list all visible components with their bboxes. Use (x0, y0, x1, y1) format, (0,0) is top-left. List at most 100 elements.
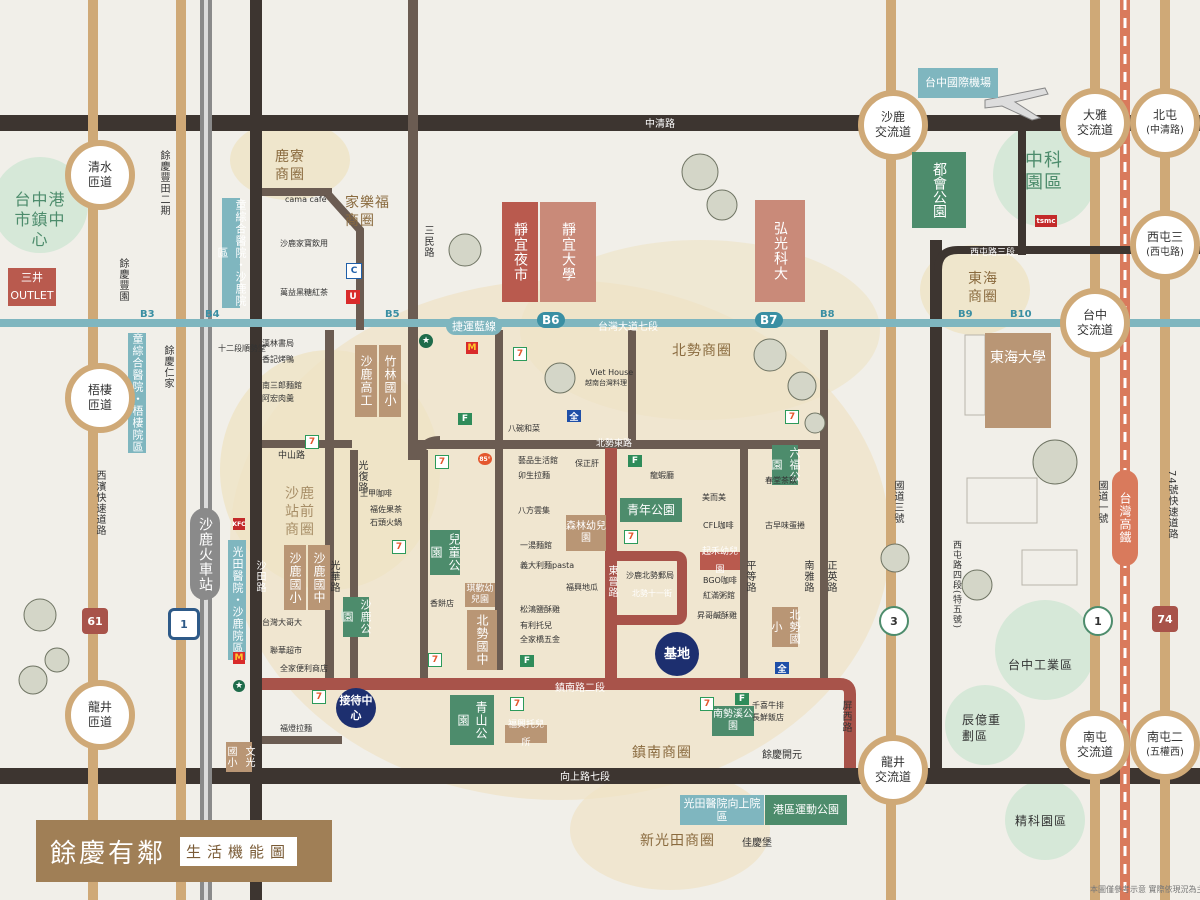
interchange-label: 南屯 交流道 (1076, 730, 1113, 759)
poi-dantan: 古早味蛋捲 (765, 521, 805, 530)
poi-lianhua: 聯華超市 (270, 646, 302, 655)
poi-twm: 台灣大哥大 (262, 618, 302, 627)
shield-74: 74 (1152, 606, 1178, 632)
xinguangtian-shopping: 新光田商圈 (640, 833, 715, 849)
interchange-taichung: 台中 交流道 (1060, 288, 1130, 358)
jiaqingbao: 佳慶堡 (742, 838, 772, 849)
starbucks-icon: ★ (419, 334, 433, 348)
interchange-nantun: 南屯 交流道 (1060, 710, 1130, 780)
poi-pasta: 義大利麵pasta (520, 561, 575, 570)
chenyi-redevelopment: 辰億重劃區 (962, 713, 1002, 743)
interchange-daya: 大雅 交流道 (1060, 88, 1130, 158)
jingke-park: 精科園區 (1015, 814, 1068, 828)
shalu-vocational-hs: 沙鹿高工 (355, 345, 377, 417)
carrefour-shopping: 家樂福商圈 (345, 195, 390, 229)
interchange-sub: (五權西) (1146, 747, 1184, 758)
poi-songhong: 松鴻鹽酥雞 (520, 605, 560, 614)
interchange-label: 西屯三 (1146, 230, 1183, 244)
liufu-park: 六福公園 (770, 445, 801, 485)
wenguang-elementary: 文光國小 (225, 742, 254, 772)
interchange-label: 北屯 (1152, 108, 1177, 122)
interchange-label: 台中 交流道 (1076, 308, 1113, 337)
shield-national1-west: 1 (168, 608, 200, 640)
road-zhengying: 正英路 (825, 560, 836, 593)
shalu-junior-high: 沙鹿國中 (308, 545, 330, 610)
interchange-label: 沙鹿 交流道 (874, 110, 911, 139)
interchange-sub: (西屯路) (1146, 247, 1184, 258)
site-base-marker[interactable]: 基地 (655, 632, 699, 676)
poi-lobster: 龍蝦廳 (650, 471, 674, 480)
interchange-longjing: 龍井 匝道 (65, 680, 135, 750)
yuqing-renjia: 餘慶仁家 (162, 345, 173, 389)
taichung-industrial-zone: 台中工業區 (1008, 658, 1074, 672)
poi-changxian: 長鮮飯店 (752, 713, 784, 722)
poi-xiangji: 香記烤鴨 (262, 355, 294, 364)
seven-eleven-icon-8: 7 (785, 410, 799, 424)
familymart-icon: F (458, 413, 472, 425)
road-national1: 國道一號 (1096, 480, 1107, 524)
jingyi-night-market: 靜宜夜市 (502, 202, 538, 302)
mrt-station-b3: B3 (140, 309, 155, 320)
pxmart-icon: 全 (567, 410, 581, 423)
uniqlo-icon: U (346, 290, 360, 304)
road-sanmin: 三民路 (422, 225, 433, 258)
interchange-label: 龍井 交流道 (874, 755, 911, 784)
map-title-box: 餘慶有鄰 生活機能圖 (36, 820, 332, 882)
poi-bawan: 八碗和菜 (508, 424, 540, 433)
poi-cama: cama café (285, 195, 327, 204)
familymart-icon-2: F (520, 655, 534, 667)
mitsui-outlet: 三井OUTLET (8, 268, 56, 306)
tunghai-university: 東海大學 (985, 333, 1051, 428)
road-guanghua: 光華路 (328, 560, 339, 593)
zhennan-shopping: 鎮南商圈 (632, 745, 692, 761)
poi-yipin: 藝品生活館 (518, 456, 558, 465)
mcdonalds-icon: M (466, 342, 478, 354)
road-national3: 國道三號 (892, 480, 903, 524)
seven-eleven-icon-4: 7 (428, 653, 442, 667)
road-beishi-east: 北勢東路 (596, 439, 633, 449)
poi-qianxi: 千喜牛排 (752, 701, 784, 710)
road-shalu: 沙田路 (254, 560, 265, 593)
poi-bgo: BGO咖啡 (703, 576, 737, 585)
kfc-icon: KFC (232, 518, 246, 530)
road-xitun4: 西屯路四段(特五號) (951, 540, 961, 630)
road-dongjing: 東晉路 (606, 565, 617, 598)
mrt-station-b6: B6 (537, 312, 565, 328)
reception-center-marker[interactable]: 接待中心 (336, 688, 376, 728)
children-park: 兒童公園 (429, 530, 461, 575)
interchange-beitun: 北屯(中清路) (1130, 88, 1200, 158)
road-xiangshang: 向上路七段 (560, 772, 610, 783)
hsr-label: 台灣高鐵 (1112, 470, 1138, 566)
seven-eleven-icon-7: 7 (700, 697, 714, 711)
mrt-station-b10: B10 (1010, 309, 1032, 320)
interchange-shalu: 沙鹿 交流道 (858, 90, 928, 160)
interchange-label: 梧棲 匝道 (87, 383, 112, 412)
seven-eleven-icon-6: 7 (510, 697, 524, 711)
poi-twelve: 十二段順勢堂 (218, 344, 266, 353)
shield-national3: 3 (879, 606, 909, 636)
shalu-station-shopping: 沙鹿站前商圈 (285, 486, 315, 538)
interchange-label: 南屯二 (1146, 730, 1183, 744)
shalu-elementary: 沙鹿國小 (284, 545, 306, 610)
zhongke-park: 中科園區 (1025, 150, 1063, 193)
map-subtitle: 生活機能圖 (180, 836, 298, 866)
jingyi-university: 靜宜大學 (540, 202, 596, 302)
poi-baozheng: 保正肝 (575, 459, 599, 468)
shalu-park: 沙鹿公園 (341, 597, 372, 637)
mrt-station-b7: B7 (755, 312, 783, 328)
beishi-elementary: 北勢國小 (770, 607, 801, 647)
luliao-shopping: 鹿寮商圈 (275, 149, 305, 183)
poi-nansan: 南三郎麵館 (262, 381, 302, 390)
mrt-station-b5: B5 (385, 309, 400, 320)
poi-wanyi: 萬益黑糖紅茶 (280, 288, 328, 297)
carrefour-icon: C (346, 263, 362, 279)
interchange-qingshui: 清水 匝道 (65, 140, 135, 210)
qihe-kindergarten: 起禾幼兒園 (700, 547, 740, 575)
poi-viet-food: 越南台灣料理 (585, 379, 627, 387)
poi-hanlin: 漢林書局 (262, 339, 294, 348)
poi-yitang: 一湯麵館 (520, 541, 552, 550)
yuqing-fengtian: 餘慶豐田二期 (158, 150, 169, 216)
hospital-tong-wuqi: 童綜合醫院・梧棲院區 (128, 333, 146, 453)
interchange-label: 大雅 交流道 (1076, 108, 1113, 137)
gangqu-sport-park: 港區運動公園 (765, 795, 847, 825)
